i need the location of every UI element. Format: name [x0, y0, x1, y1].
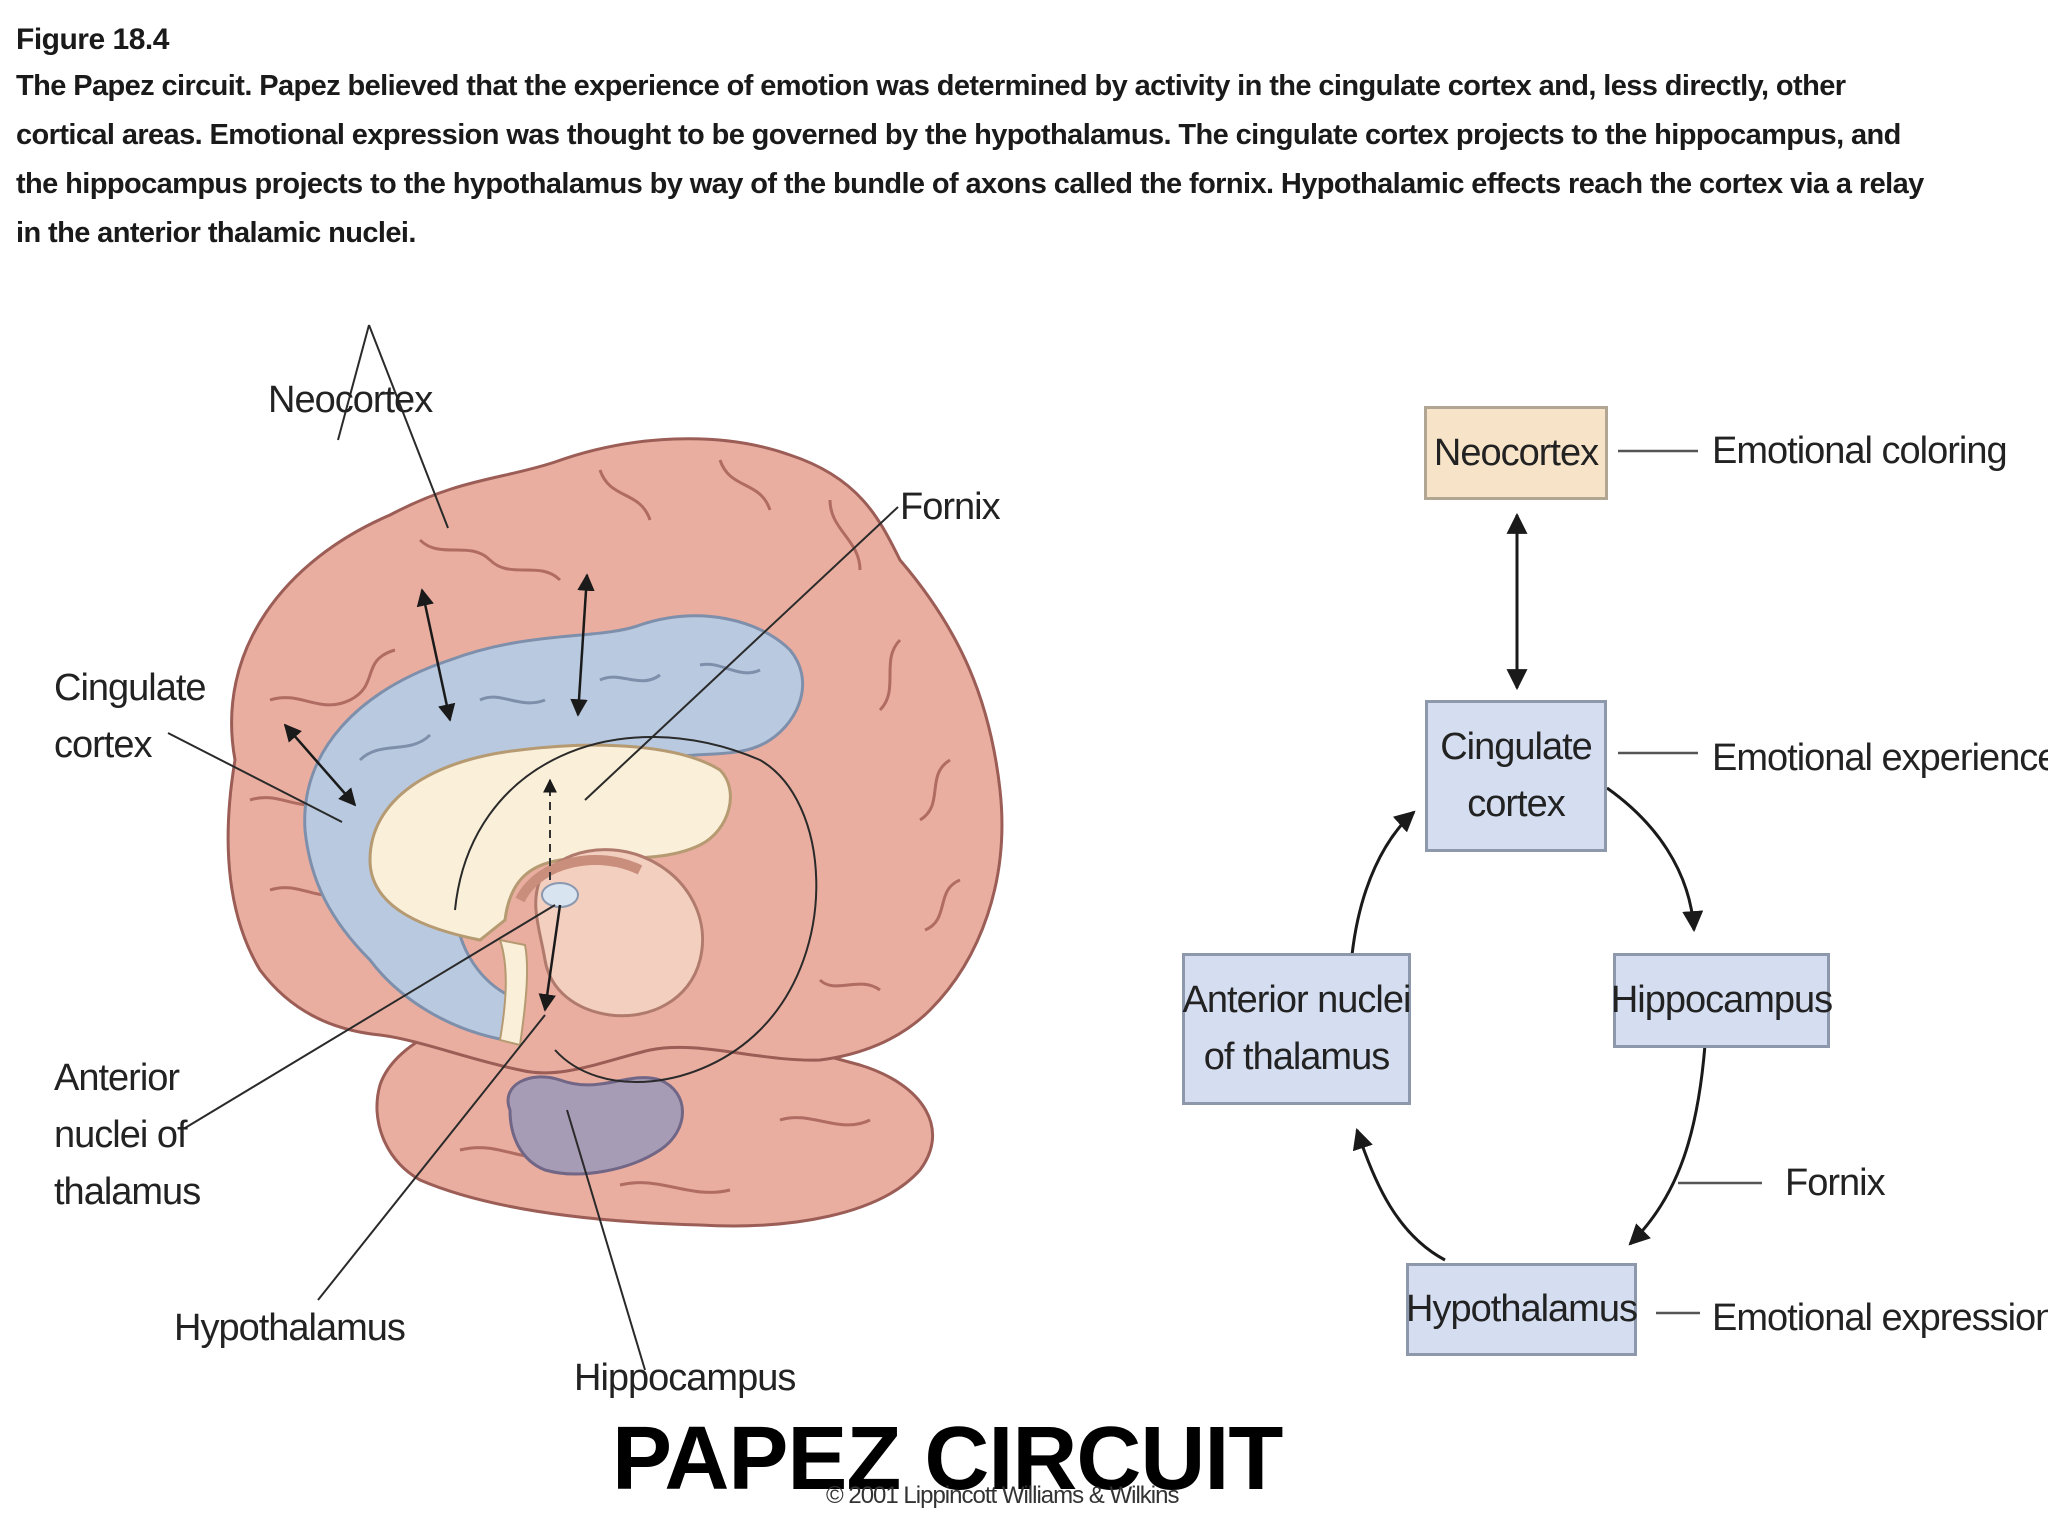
node-hippocampus: Hippocampus	[1611, 953, 1833, 1048]
copyright-credit: © 2001 Lippincott Williams & Wilkins	[826, 1482, 1179, 1509]
node-cingulate-cortex: Cingulate cortex	[1425, 700, 1607, 852]
node-anterior-nuclei: Anterior nuclei of thalamus	[1182, 953, 1411, 1105]
cingulate-sulci	[358, 662, 761, 762]
label-cingulate-cortex: Cingulate cortex	[54, 667, 207, 766]
anterior-to-cingulate-arrow	[1350, 810, 1416, 956]
annotation-emotional-experience: Emotional experience	[1712, 737, 2048, 779]
label-hypothalamus: Hypothalamus	[174, 1307, 406, 1349]
node-hypothalamus: Hypothalamus	[1406, 1263, 1638, 1356]
annotation-emotional-expression: Emotional expression	[1712, 1297, 2048, 1339]
caption-text: The Papez circuit. Papez believed that t…	[16, 70, 1924, 249]
figure-caption: Figure 18.4 The Papez circuit. Papez bel…	[16, 18, 1946, 258]
figure-number: Figure 18.4	[16, 23, 169, 56]
node-neocortex: Neocortex	[1424, 406, 1608, 500]
label-fornix: Fornix	[900, 486, 1001, 528]
slide-title: PAPEZ CIRCUIT	[612, 1409, 1283, 1509]
annotation-leaders	[1618, 449, 1762, 1315]
annotation-emotional-coloring: Emotional coloring	[1712, 430, 2008, 472]
circuit-connectors	[1350, 512, 1707, 1262]
hippocampus-shape	[506, 1075, 684, 1176]
annotation-fornix: Fornix	[1785, 1162, 1886, 1204]
label-neocortex: Neocortex	[268, 379, 433, 421]
fornix-arc	[515, 855, 643, 903]
cortex-arrows	[283, 573, 595, 1012]
hippocampus-to-hypothalamus-arrow	[1628, 1044, 1707, 1246]
brain-illustration	[167, 324, 1004, 1371]
papez-path-brain	[454, 736, 818, 1084]
hypothalamus-to-anterior-arrow	[1352, 1128, 1446, 1262]
label-anterior-nuclei: Anterior nuclei of thalamus	[54, 1057, 201, 1213]
corpus-callosum	[368, 743, 732, 942]
cingulate-to-hippocampus-arrow	[1606, 786, 1704, 933]
label-leaders	[167, 324, 899, 1371]
label-hippocampus: Hippocampus	[574, 1357, 796, 1399]
anterior-nucleus-marker	[541, 882, 579, 908]
